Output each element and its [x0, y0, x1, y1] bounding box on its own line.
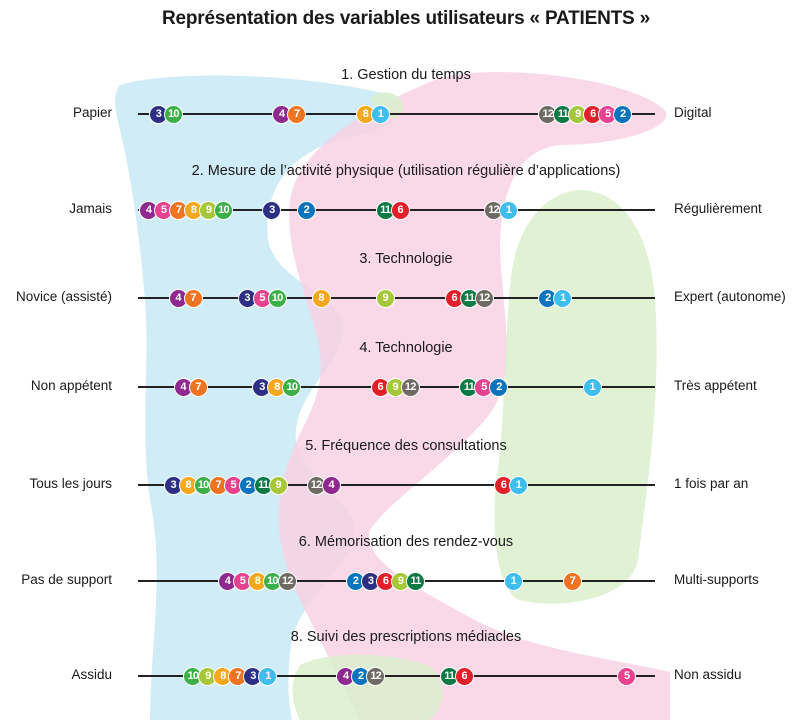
cluster-blob-autonomous [292, 92, 657, 720]
persona-marker-10: 10 [214, 200, 233, 220]
diagram-title: Représentation des variables utilisateur… [162, 8, 650, 29]
row-title: 8. Suivi des prescriptions médiacles [290, 629, 522, 645]
persona-marker-1: 1 [508, 475, 528, 495]
axis-label-right: Régulièrement [674, 201, 762, 216]
persona-marker-4: 4 [217, 571, 237, 591]
persona-marker-7: 7 [562, 571, 582, 591]
persona-marker-12: 12 [400, 377, 420, 397]
persona-marker-6: 6 [454, 666, 474, 686]
persona-marker-11: 11 [375, 200, 395, 220]
persona-marker-1: 1 [258, 666, 278, 686]
persona-marker-7: 7 [183, 288, 203, 308]
row-title: 1. Gestion du temps [341, 67, 471, 83]
axis-line [138, 297, 655, 299]
axis-label-right: Multi-supports [674, 572, 759, 587]
persona-marker-3: 3 [262, 200, 282, 220]
axis-line [138, 675, 655, 677]
axis-label-left: Papier [72, 105, 112, 120]
persona-marker-12: 12 [474, 288, 494, 308]
persona-marker-3: 3 [148, 104, 168, 124]
persona-marker-5: 5 [252, 288, 272, 308]
persona-marker-8: 8 [311, 288, 331, 308]
axis-label-right: Expert (autonome) [674, 289, 786, 304]
axis-label-left: Jamais [69, 201, 112, 216]
persona-marker-2: 2 [489, 377, 509, 397]
persona-marker-2: 2 [351, 666, 371, 686]
persona-marker-8: 8 [184, 200, 203, 220]
persona-marker-9: 9 [198, 666, 218, 686]
axis-label-left: Tous les jours [29, 476, 112, 491]
row-title: 4. Technologie [359, 340, 453, 356]
persona-marker-11: 11 [459, 288, 479, 308]
persona-marker-2: 2 [296, 200, 316, 220]
persona-marker-10: 10 [267, 288, 287, 308]
persona-marker-6: 6 [583, 104, 603, 124]
persona-marker-11: 11 [253, 475, 273, 495]
persona-marker-1: 1 [503, 571, 523, 591]
axis-label-left: Assidu [71, 667, 112, 682]
persona-marker-7: 7 [188, 377, 208, 397]
persona-marker-4: 4 [321, 475, 341, 495]
axis-label-right: 1 fois par an [674, 476, 749, 491]
persona-marker-1: 1 [499, 200, 519, 220]
axis-label-left: Non appétent [30, 378, 112, 393]
row-title: 6. Mémorisation des rendez-vous [298, 534, 514, 550]
persona-marker-8: 8 [247, 571, 267, 591]
row-title: 5. Fréquence des consultations [305, 438, 507, 454]
persona-marker-11: 11 [439, 666, 459, 686]
row-title: 3. Technologie [359, 251, 453, 267]
persona-marker-12: 12 [277, 571, 297, 591]
axis-label-right: Digital [674, 105, 712, 120]
persona-marker-2: 2 [613, 104, 633, 124]
persona-marker-12: 12 [366, 666, 386, 686]
persona-marker-10: 10 [163, 104, 183, 124]
persona-marker-6: 6 [390, 200, 410, 220]
axis-label-right: Très appétent [674, 378, 757, 393]
persona-marker-1: 1 [582, 377, 602, 397]
row-title: 2. Mesure de l’activité physique (utilis… [191, 163, 621, 179]
axis-label-left: Pas de support [21, 572, 112, 587]
persona-marker-7: 7 [287, 104, 307, 124]
persona-marker-11: 11 [406, 571, 426, 591]
persona-marker-4: 4 [272, 104, 292, 124]
persona-marker-9: 9 [268, 475, 288, 495]
persona-marker-10: 10 [282, 377, 302, 397]
persona-marker-1: 1 [553, 288, 573, 308]
persona-marker-3: 3 [163, 475, 183, 495]
axis-line [138, 484, 655, 486]
persona-marker-9: 9 [375, 288, 395, 308]
persona-marker-1: 1 [370, 104, 390, 124]
axis-label-right: Non assidu [674, 667, 742, 682]
persona-marker-5: 5 [617, 666, 637, 686]
persona-marker-4: 4 [173, 377, 193, 397]
axis-line [138, 113, 655, 115]
cluster-blob-digital [278, 72, 670, 720]
axis-label-left: Novice (assisté) [15, 289, 112, 304]
persona-marker-3: 3 [237, 288, 257, 308]
persona-marker-4: 4 [139, 200, 158, 220]
persona-marker-8: 8 [213, 666, 233, 686]
